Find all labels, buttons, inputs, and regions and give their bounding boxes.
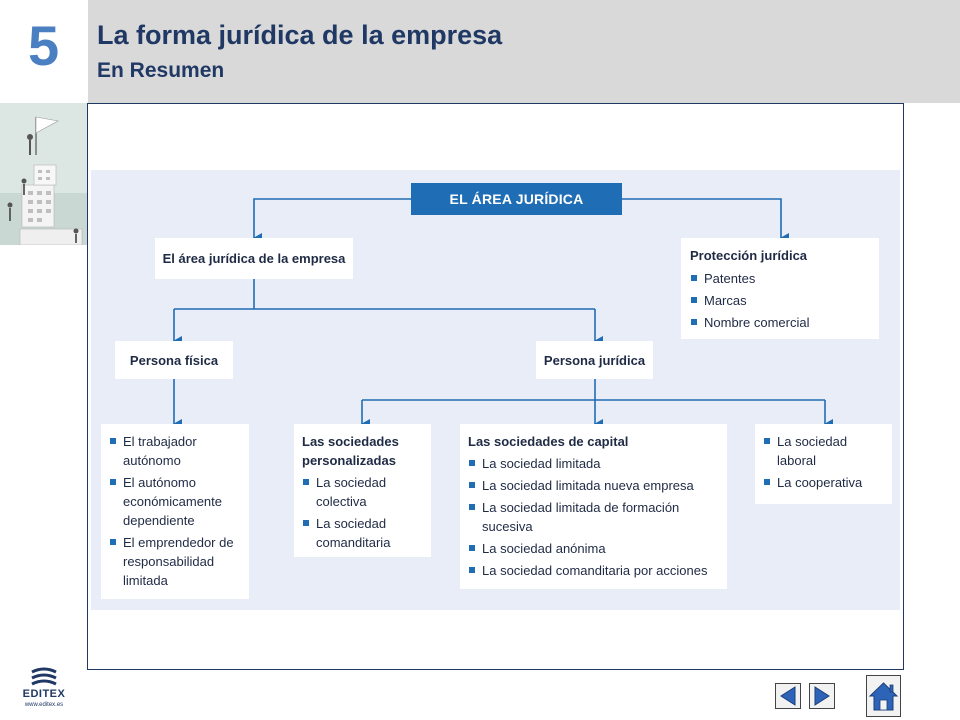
sociedades-personalizadas-title: Las sociedades personalizadas <box>302 434 399 468</box>
next-button[interactable] <box>809 683 835 709</box>
chapter-illustration <box>0 103 88 245</box>
list-item: La sociedad anónima <box>468 539 719 558</box>
editex-logo: EDITEX www.editex.es <box>18 666 70 714</box>
list-item: La cooperativa <box>763 473 884 492</box>
persona-fisica-node: Persona física <box>115 341 233 379</box>
area-empresa-node: El área jurídica de la empresa <box>155 238 353 279</box>
list-item: La sociedad laboral <box>763 432 884 470</box>
otras-sociedades-list: La sociedad laboral La cooperativa <box>763 432 884 492</box>
page-subtitle: En Resumen <box>97 59 225 82</box>
list-item: El trabajador autónomo <box>109 432 241 470</box>
proteccion-list: Patentes Marcas Nombre comercial <box>690 269 870 332</box>
list-item: Marcas <box>690 291 870 310</box>
sociedades-capital-node: Las sociedades de capital La sociedad li… <box>460 424 727 589</box>
list-item: Nombre comercial <box>690 313 870 332</box>
proteccion-title: Protección jurídica <box>690 248 808 263</box>
editex-logo-text: EDITEX <box>22 688 66 700</box>
proteccion-node: Protección jurídica Patentes Marcas Nomb… <box>681 238 879 339</box>
chapter-number: 5 <box>28 14 60 77</box>
previous-button[interactable] <box>775 683 801 709</box>
otras-sociedades-node: La sociedad laboral La cooperativa <box>755 424 892 504</box>
list-item: La sociedad comanditaria por acciones <box>468 561 719 580</box>
editex-logo-url: www.editex.es <box>24 702 64 708</box>
list-item: La sociedad limitada <box>468 454 719 473</box>
sociedades-capital-list: La sociedad limitada La sociedad limitad… <box>468 454 719 580</box>
sociedades-personalizadas-list: La sociedad colectiva La sociedad comand… <box>302 473 423 552</box>
editex-logo-icon <box>31 667 57 686</box>
list-item: Patentes <box>690 269 870 288</box>
persona-fisica-list: El trabajador autónomo El autónomo econó… <box>109 432 241 590</box>
home-icon <box>868 682 899 711</box>
page-title: La forma jurídica de la empresa <box>97 20 503 50</box>
arrow-left-icon <box>780 686 796 706</box>
header-bar <box>88 0 960 103</box>
sociedades-capital-title: Las sociedades de capital <box>468 434 629 449</box>
persona-fisica-list-node: El trabajador autónomo El autónomo econó… <box>101 424 249 599</box>
list-item: El emprendedor de responsabilidad limita… <box>109 533 241 590</box>
home-button[interactable] <box>866 675 901 717</box>
list-item: La sociedad limitada nueva empresa <box>468 476 719 495</box>
arrow-right-icon <box>814 686 830 706</box>
persona-juridica-node: Persona jurídica <box>536 341 653 379</box>
root-node: EL ÁREA JURÍDICA <box>411 183 622 215</box>
list-item: La sociedad colectiva <box>302 473 423 511</box>
sociedades-personalizadas-node: Las sociedades personalizadas La socieda… <box>294 424 431 557</box>
list-item: La sociedad comanditaria <box>302 514 423 552</box>
list-item: El autónomo económicamente dependiente <box>109 473 241 530</box>
list-item: La sociedad limitada de formación sucesi… <box>468 498 719 536</box>
